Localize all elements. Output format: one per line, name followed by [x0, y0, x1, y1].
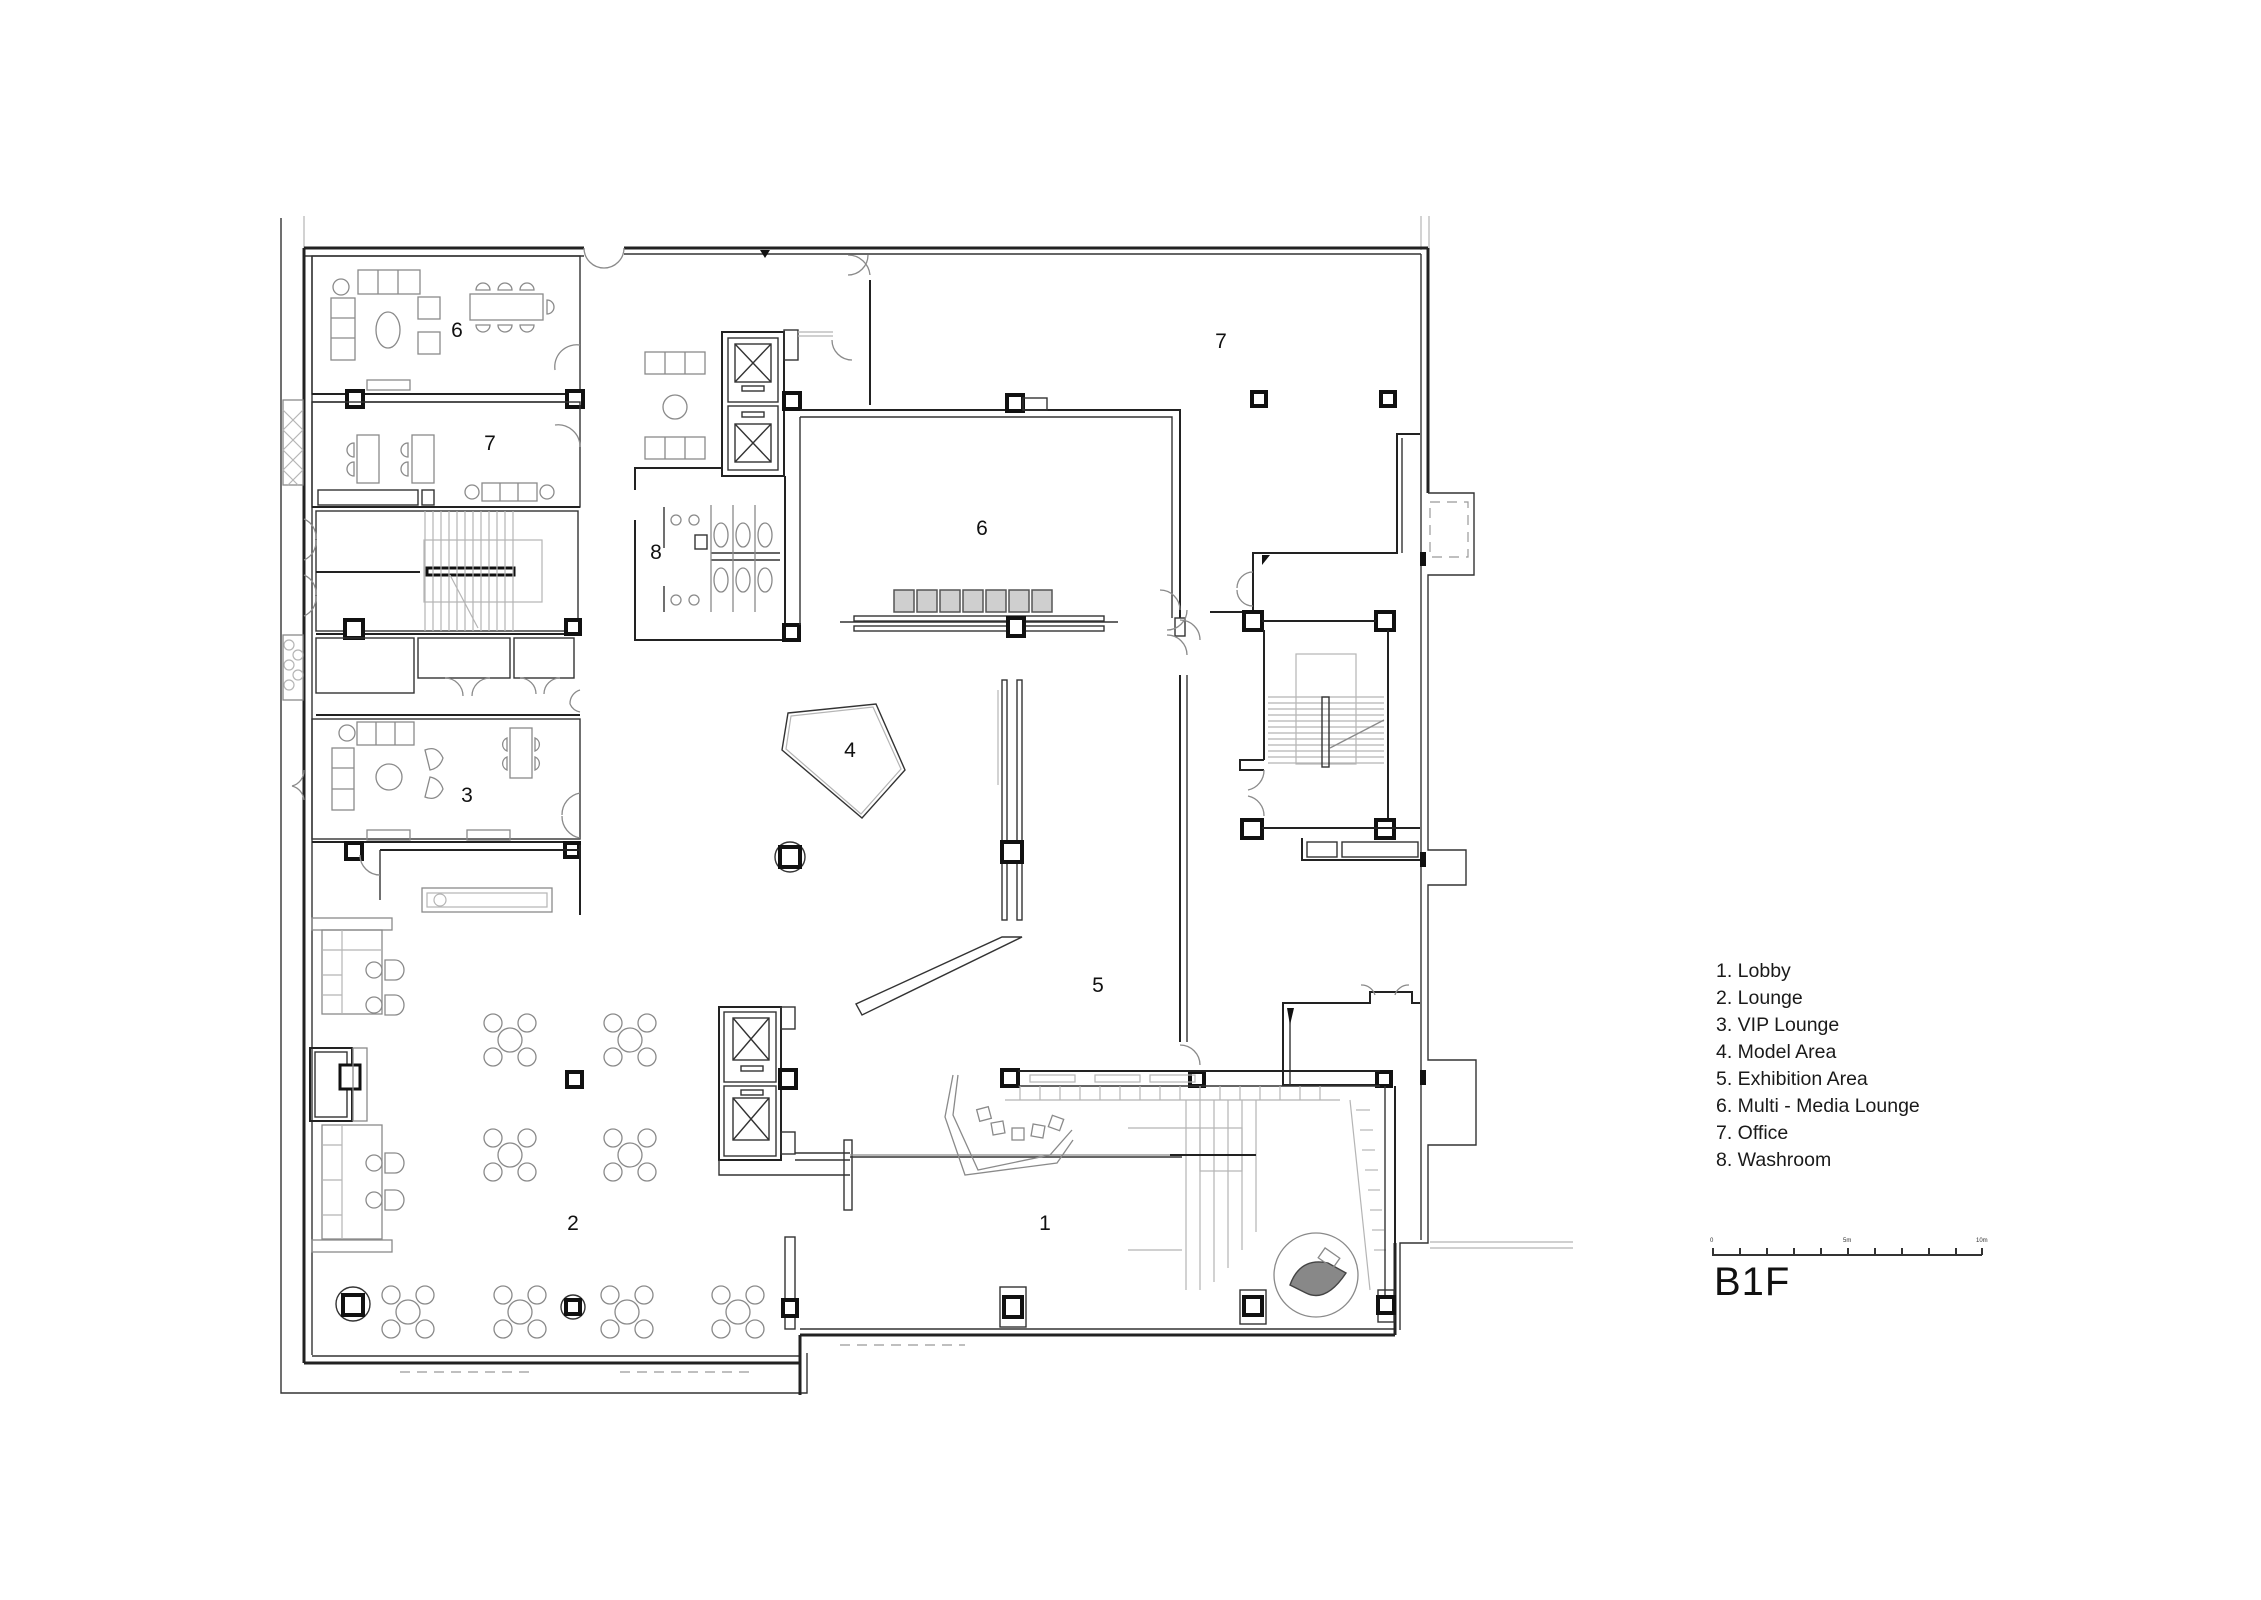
service-rooms	[315, 637, 581, 716]
lower-right-room	[1282, 984, 1426, 1086]
scale-label-10m: 10m	[1976, 1238, 1988, 1244]
lounge-columns	[335, 1070, 799, 1330]
top-doors	[583, 247, 869, 276]
scale-label-0: 0	[1710, 1238, 1714, 1244]
legend-item-model-area: 4. Model Area	[1716, 1041, 1837, 1063]
room-label-6-central: 6	[976, 517, 988, 540]
lift-core-lower	[718, 1006, 1182, 1211]
room-label-6-left: 6	[451, 319, 463, 342]
legend-item-vip-lounge: 3. VIP Lounge	[1716, 1014, 1840, 1036]
room-label-3: 3	[461, 784, 473, 807]
room-number-labels: 1 2 3 4 5 6 6 7 7 8	[451, 319, 1227, 1235]
room-label-7-right: 7	[1215, 330, 1227, 353]
washroom	[634, 476, 801, 642]
floor-label: B1F	[1714, 1260, 1791, 1304]
scale-bar-line	[1712, 1254, 1982, 1256]
stair-right	[1166, 565, 1426, 1066]
room-7-right	[1250, 390, 1426, 566]
exterior-walls	[302, 246, 1477, 1395]
room-label-2: 2	[567, 1212, 579, 1235]
room-label-8: 8	[650, 541, 662, 564]
model-area-pentagon	[774, 703, 906, 873]
stair-left	[303, 510, 582, 640]
lift-core-upper	[634, 254, 871, 490]
room-3-vip	[291, 718, 581, 915]
room-legend: 1. Lobby 2. Lounge 3. VIP Lounge 4. Mode…	[1716, 958, 1920, 1174]
legend-item-office: 7. Office	[1716, 1122, 1789, 1144]
lounge-table-sets	[381, 1013, 765, 1339]
lobby-area	[944, 1068, 1396, 1335]
legend-item-exhibition-area: 5. Exhibition Area	[1716, 1068, 1868, 1090]
exhibition-wall	[855, 679, 1024, 1016]
lounge-booths	[309, 917, 405, 1253]
room-7-left	[311, 401, 581, 508]
room-label-1: 1	[1039, 1212, 1051, 1235]
room-label-7-left: 7	[484, 432, 496, 455]
media-seating-row	[893, 589, 1053, 613]
scale-bar: 0 5m 10m	[1708, 1238, 1998, 1260]
room-6-central	[799, 393, 1186, 638]
site-boundary	[280, 216, 1573, 1394]
legend-item-lounge: 2. Lounge	[1716, 987, 1803, 1009]
scale-label-5m: 5m	[1843, 1238, 1852, 1244]
room-label-4: 4	[844, 739, 856, 762]
room-label-5: 5	[1092, 974, 1104, 997]
legend-item-lobby: 1. Lobby	[1716, 960, 1791, 982]
room-6-left	[311, 255, 585, 409]
legend-item-multi-media-lounge: 6. Multi - Media Lounge	[1716, 1095, 1920, 1117]
left-facade-hatching	[282, 399, 304, 701]
legend-item-washroom: 8. Washroom	[1716, 1149, 1832, 1171]
